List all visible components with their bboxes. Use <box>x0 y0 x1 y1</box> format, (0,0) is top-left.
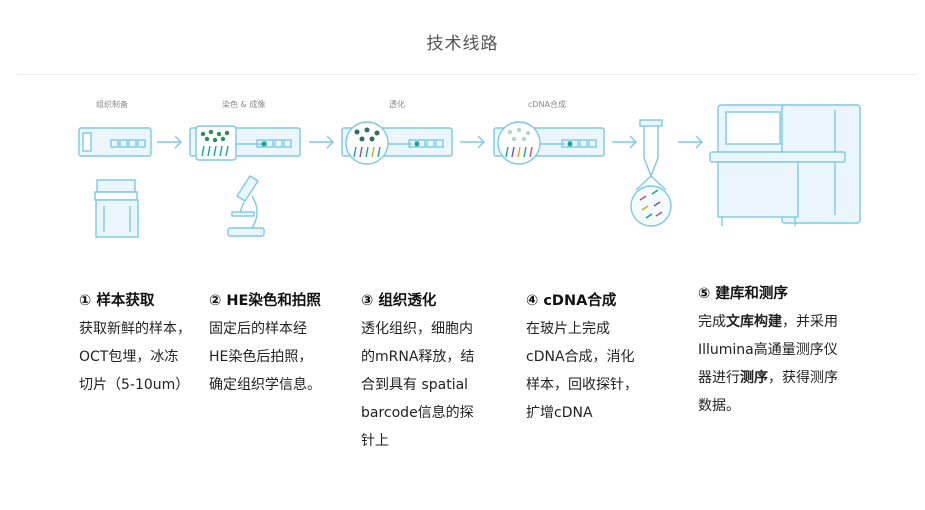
step-3-line: 针上 <box>361 433 389 449</box>
stage-label-cdna-synthesis: cDNA合成 <box>528 100 567 109</box>
page-title: 技术线路 <box>426 34 499 54</box>
sequencer-icon <box>709 104 861 226</box>
step-3-heading: ③ 组织透化 <box>361 293 437 309</box>
step-1: ① 样本获取 获取新鲜的样本， OCT包埋，冰冻 切片（5-10um） <box>79 287 207 399</box>
slide-1-icon <box>78 127 152 157</box>
step-2-heading: ② HE染色和拍照 <box>209 293 321 309</box>
stage-label-tissue-prep: 组织制备 <box>96 100 128 109</box>
arrow-icon <box>157 135 182 149</box>
step-5: ⑤ 建库和测序 完成文库构建，并采用 Illumina高通量测序仪 器进行测序，… <box>698 280 868 420</box>
step-3-line: 透化组织，细胞内 <box>361 321 473 337</box>
step-2-line: HE染色后拍照， <box>209 349 313 365</box>
step-1-line: OCT包埋，冰冻 <box>79 349 179 365</box>
arrow-icon <box>612 135 637 149</box>
slide-4-icon <box>493 121 605 165</box>
step-5-text: ，并采用 <box>782 314 838 330</box>
step-5-text: 完成 <box>698 314 726 330</box>
step-4: ④ cDNA合成 在玻片上完成 cDNA合成，消化 样本，回收探针， 扩增cDN… <box>526 287 660 427</box>
step-5-line: Illumina高通量测序仪 <box>698 342 838 358</box>
divider <box>18 74 916 75</box>
stage-label-staining-imaging: 染色 & 成像 <box>222 100 266 109</box>
step-1-heading: ① 样本获取 <box>79 293 155 309</box>
step-5-line: 完成文库构建，并采用 <box>698 308 868 336</box>
slide-3-icon <box>341 121 453 165</box>
step-1-line: 切片（5-10um） <box>79 377 190 393</box>
step-5-line: 器进行测序，获得测序 <box>698 364 868 392</box>
step-5-bold-text: 测序 <box>740 370 768 386</box>
stage-label-permeabilization: 透化 <box>389 100 405 109</box>
step-2: ② HE染色和拍照 固定后的样本经 HE染色后拍照， 确定组织学信息。 <box>209 287 349 399</box>
step-5-text: ，获得测序 <box>768 370 838 386</box>
step-4-line: 在玻片上完成 <box>526 321 610 337</box>
step-4-heading: ④ cDNA合成 <box>526 293 617 309</box>
step-3-line: 的mRNA释放，结 <box>361 349 475 365</box>
step-5-bold-text: 文库构建 <box>726 314 782 330</box>
step-3-line: 合到具有 spatial <box>361 377 469 393</box>
step-4-line: 样本，回收探针， <box>526 377 638 393</box>
workflow-diagram <box>78 104 861 238</box>
microscope-icon <box>227 175 265 237</box>
cryostat-icon <box>94 179 139 238</box>
step-3-line: barcode信息的探 <box>361 405 474 421</box>
step-3: ③ 组织透化 透化组织，细胞内 的mRNA释放，结 合到具有 spatial b… <box>361 287 497 455</box>
step-5-line: 数据。 <box>698 398 740 414</box>
step-5-text: 器进行 <box>698 370 740 386</box>
step-4-line: 扩增cDNA <box>526 405 593 421</box>
arrow-icon <box>309 135 334 149</box>
step-2-line: 固定后的样本经 <box>209 321 307 337</box>
step-2-line: 确定组织学信息。 <box>209 377 321 393</box>
arrow-icon <box>460 135 485 149</box>
step-5-heading: ⑤ 建库和测序 <box>698 286 788 302</box>
slide-2-icon <box>189 125 301 161</box>
arrow-icon <box>678 135 703 149</box>
step-4-line: cDNA合成，消化 <box>526 349 635 365</box>
step-1-line: 获取新鲜的样本， <box>79 321 191 337</box>
tube-icon <box>630 119 672 227</box>
